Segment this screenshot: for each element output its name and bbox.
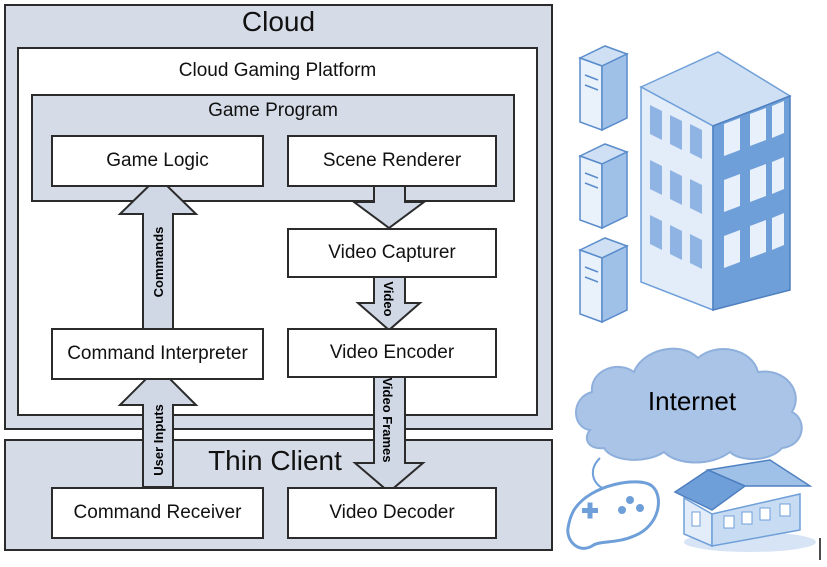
gamepad-icon (566, 457, 660, 550)
command-receiver-box: Command Receiver (51, 487, 264, 539)
user-inputs-label: User Inputs (151, 404, 166, 476)
video-label: Video (381, 281, 396, 316)
cloud-title: Cloud (241, 6, 316, 37)
internet-cloud-icon (575, 347, 803, 464)
commands-label: Commands (151, 227, 166, 298)
video-arrow (355, 275, 423, 332)
server-icon-3 (578, 237, 629, 324)
command-interpreter-box: Command Interpreter (51, 328, 264, 380)
server-icon-1 (578, 45, 629, 132)
house-icon (673, 459, 816, 552)
building-icon (639, 51, 792, 312)
video-capturer-box: Video Capturer (287, 228, 497, 278)
video-decoder-box: Video Decoder (287, 487, 497, 539)
scene-renderer-box: Scene Renderer (287, 135, 497, 187)
thin-client-title: Thin Client (208, 445, 342, 476)
server-icon-2 (578, 143, 629, 230)
video-frames-label: Video Frames (380, 377, 395, 462)
game-program-title: Game Program (208, 100, 338, 121)
internet-label: Internet (648, 386, 737, 416)
video-encoder-box: Video Encoder (287, 328, 497, 378)
video-frames-arrow (352, 375, 426, 494)
game-logic-box: Game Logic (51, 135, 264, 187)
network-illustration: Internet (566, 45, 821, 560)
platform-title: Cloud Gaming Platform (178, 60, 377, 81)
